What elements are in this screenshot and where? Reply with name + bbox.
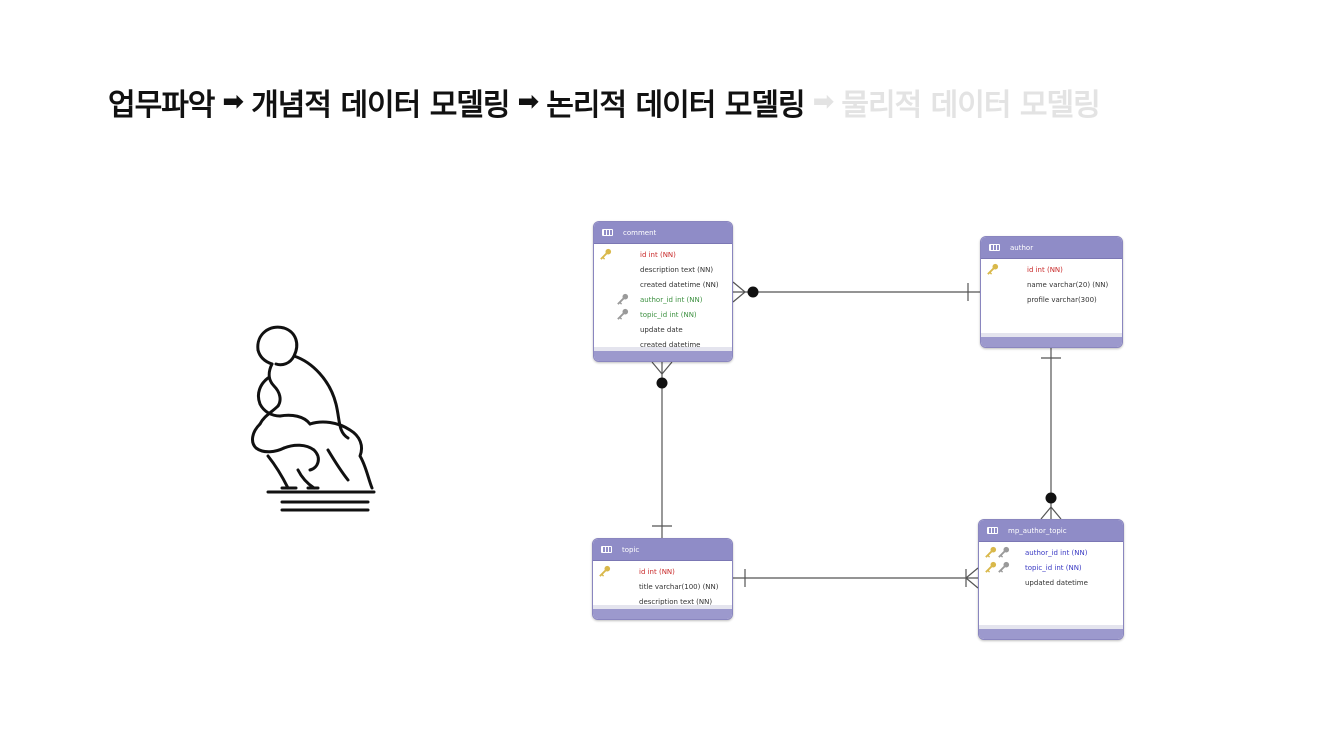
- table-row[interactable]: topic_id int (NN): [979, 560, 1123, 575]
- entity-mp-author-topic[interactable]: mp_author_topic author_id int (NN) topic…: [978, 519, 1124, 640]
- primary-key-icon: [985, 546, 997, 558]
- table-row[interactable]: author_id int (NN): [594, 292, 732, 307]
- table-row[interactable]: id int (NN): [594, 247, 732, 262]
- right-arrow-icon: ➡: [812, 87, 835, 117]
- entity-footer: [981, 333, 1122, 347]
- table-icon: [989, 244, 1000, 251]
- step-business-analysis: 업무파악: [108, 88, 215, 123]
- entity-name: author: [1010, 243, 1034, 252]
- table-icon: [987, 527, 998, 534]
- entity-name: topic: [622, 545, 640, 554]
- right-arrow-icon: ➡: [517, 87, 540, 117]
- primary-key-icon: [985, 561, 997, 573]
- table-icon: [601, 546, 612, 553]
- primary-key-icon: [600, 248, 612, 260]
- table-row[interactable]: id int (NN): [593, 564, 732, 579]
- table-row[interactable]: id int (NN): [981, 262, 1122, 277]
- column-author-id: author_id int (NN): [1025, 548, 1088, 557]
- table-row[interactable]: description text (NN): [594, 262, 732, 277]
- entity-name: mp_author_topic: [1008, 526, 1067, 535]
- column-topic-id: topic_id int (NN): [1025, 563, 1082, 572]
- table-icon: [602, 229, 613, 236]
- entity-header: author: [981, 237, 1122, 259]
- column-created-datetime: created datetime: [640, 340, 701, 349]
- step-logical-modeling: 논리적 데이터 모델링: [546, 88, 805, 123]
- entity-name: comment: [623, 228, 657, 237]
- table-row[interactable]: updated datetime: [979, 575, 1123, 590]
- column-name: name varchar(20) (NN): [1027, 280, 1109, 289]
- column-created: created datetime (NN): [640, 280, 719, 289]
- entity-topic[interactable]: topic id int (NN) title varchar(100) (NN…: [592, 538, 733, 620]
- entity-footer: [979, 625, 1123, 639]
- table-row[interactable]: profile varchar(300): [981, 292, 1122, 307]
- table-row[interactable]: description text (NN): [593, 594, 732, 609]
- table-row[interactable]: created datetime (NN): [594, 277, 732, 292]
- entity-footer: [594, 347, 732, 361]
- entity-author[interactable]: author id int (NN) name varchar(20) (NN)…: [980, 236, 1123, 348]
- column-author-id: author_id int (NN): [640, 295, 703, 304]
- column-topic-id: topic_id int (NN): [640, 310, 697, 319]
- column-updated: updated datetime: [1025, 578, 1088, 587]
- foreign-key-icon: [998, 546, 1010, 558]
- primary-key-icon: [987, 263, 999, 275]
- table-row[interactable]: update date: [594, 322, 732, 337]
- foreign-key-icon: [617, 308, 629, 320]
- column-update: update date: [640, 325, 683, 334]
- table-row[interactable]: name varchar(20) (NN): [981, 277, 1122, 292]
- table-row[interactable]: author_id int (NN): [979, 545, 1123, 560]
- step-conceptual-modeling: 개념적 데이터 모델링: [251, 88, 510, 123]
- thinker-statue-icon: [251, 325, 376, 512]
- column-id: id int (NN): [640, 250, 676, 259]
- entity-header: mp_author_topic: [979, 520, 1123, 542]
- entity-header: comment: [594, 222, 732, 244]
- column-profile: profile varchar(300): [1027, 295, 1097, 304]
- step-physical-modeling: 물리적 데이터 모델링: [841, 88, 1100, 123]
- column-id: id int (NN): [1027, 265, 1063, 274]
- entity-header: topic: [593, 539, 732, 561]
- column-description: description text (NN): [639, 597, 713, 606]
- table-row[interactable]: topic_id int (NN): [594, 307, 732, 322]
- entity-footer: [593, 605, 732, 619]
- foreign-key-icon: [617, 293, 629, 305]
- table-row[interactable]: title varchar(100) (NN): [593, 579, 732, 594]
- column-id: id int (NN): [639, 567, 675, 576]
- entity-comment[interactable]: comment id int (NN) description text (NN…: [593, 221, 733, 362]
- right-arrow-icon: ➡: [222, 87, 244, 117]
- table-row[interactable]: created datetime: [594, 337, 732, 352]
- process-heading: 업무파악 ➡ 개념적 데이터 모델링 ➡ 논리적 데이터 모델링 ➡ 물리적 데…: [108, 80, 1101, 124]
- column-description: description text (NN): [640, 265, 714, 274]
- column-title: title varchar(100) (NN): [639, 582, 719, 591]
- foreign-key-icon: [998, 561, 1010, 573]
- primary-key-icon: [599, 565, 611, 577]
